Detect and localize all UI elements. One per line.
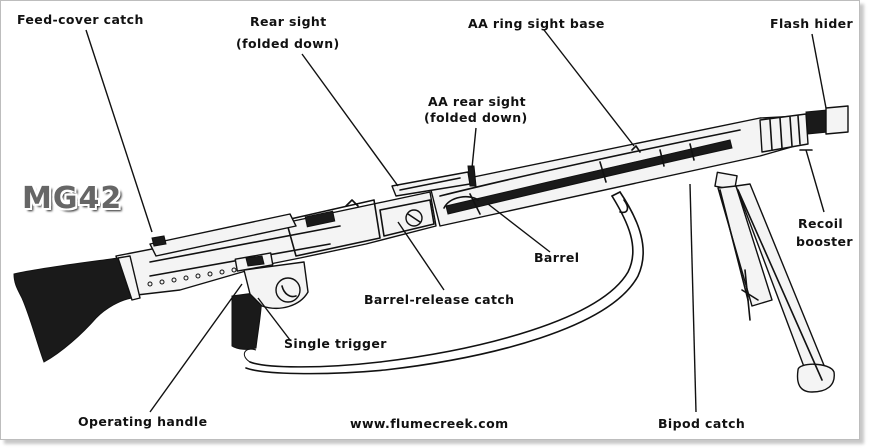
label-feed-cover-catch: Feed-cover catch: [17, 12, 144, 27]
sling: [243, 191, 644, 375]
label-aa-rear-sight: AA rear sight: [428, 94, 526, 109]
label-aa-rear-sight-folded: (folded down): [424, 110, 528, 125]
label-barrel: Barrel: [534, 250, 579, 265]
receiver: [115, 191, 437, 297]
muzzle-assembly: [759, 105, 849, 153]
label-rear-sight: Rear sight: [250, 14, 327, 29]
label-single-trigger: Single trigger: [284, 336, 387, 351]
grip-and-trigger: [231, 252, 309, 350]
label-flash-hider: Flash hider: [770, 16, 854, 31]
label-bipod-catch: Bipod catch: [658, 416, 745, 431]
leader-lines: [85, 29, 827, 413]
label-rear-sight-folded: (folded down): [236, 36, 340, 51]
top-cover: [149, 165, 477, 257]
bipod: [714, 171, 835, 393]
label-aa-ring-sight-base: AA ring sight base: [468, 16, 605, 31]
stock: [13, 255, 141, 363]
label-operating-handle: Operating handle: [78, 414, 207, 429]
label-recoil: Recoil: [798, 216, 843, 231]
website-url: www.flumecreek.com: [350, 416, 509, 431]
weapon-title: MG42: [22, 181, 123, 216]
label-booster: booster: [796, 234, 853, 249]
callout-labels: Feed-cover catch Rear sight (folded down…: [17, 12, 854, 431]
label-barrel-release-catch: Barrel-release catch: [364, 292, 514, 307]
